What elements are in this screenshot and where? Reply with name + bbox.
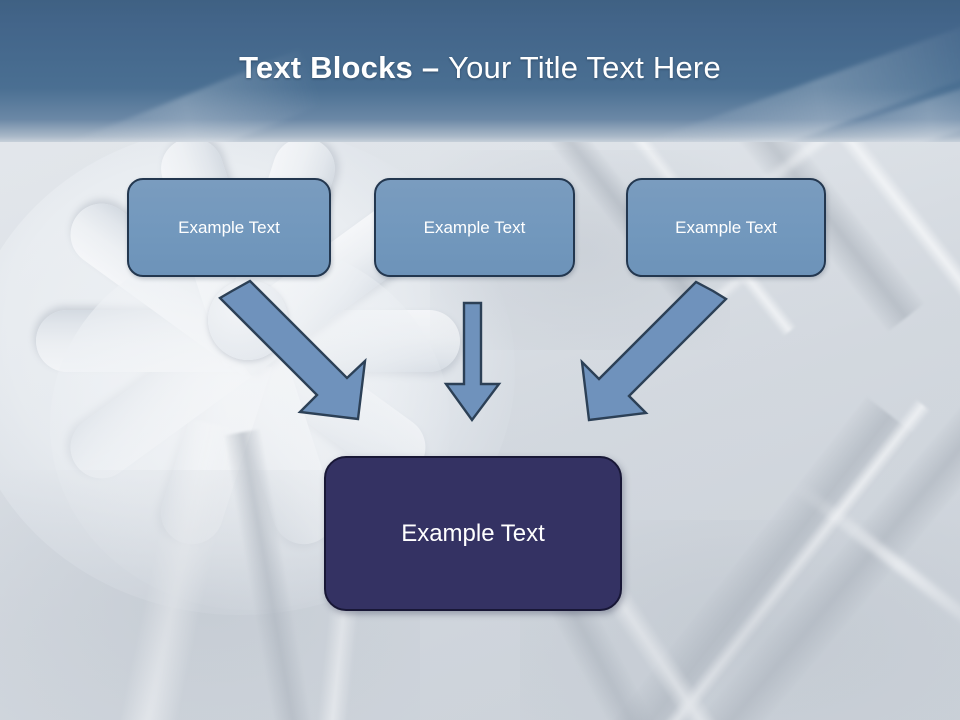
text-block-1[interactable]: Example Text — [127, 178, 331, 277]
text-block-3-label: Example Text — [675, 217, 777, 237]
page-title: Text Blocks – Your Title Text Here — [0, 0, 960, 86]
text-block-3[interactable]: Example Text — [626, 178, 826, 277]
title-banner: Text Blocks – Your Title Text Here — [0, 0, 960, 142]
text-block-1-label: Example Text — [178, 217, 280, 237]
page-title-regular: Your Title Text Here — [448, 50, 721, 85]
result-text-block-label: Example Text — [401, 519, 545, 547]
text-block-2-label: Example Text — [423, 217, 526, 237]
page-title-separator: – — [421, 50, 449, 85]
text-block-2[interactable]: Example Text — [374, 178, 575, 277]
page-title-bold: Text Blocks — [239, 50, 422, 85]
result-text-block[interactable]: Example Text — [324, 456, 622, 611]
